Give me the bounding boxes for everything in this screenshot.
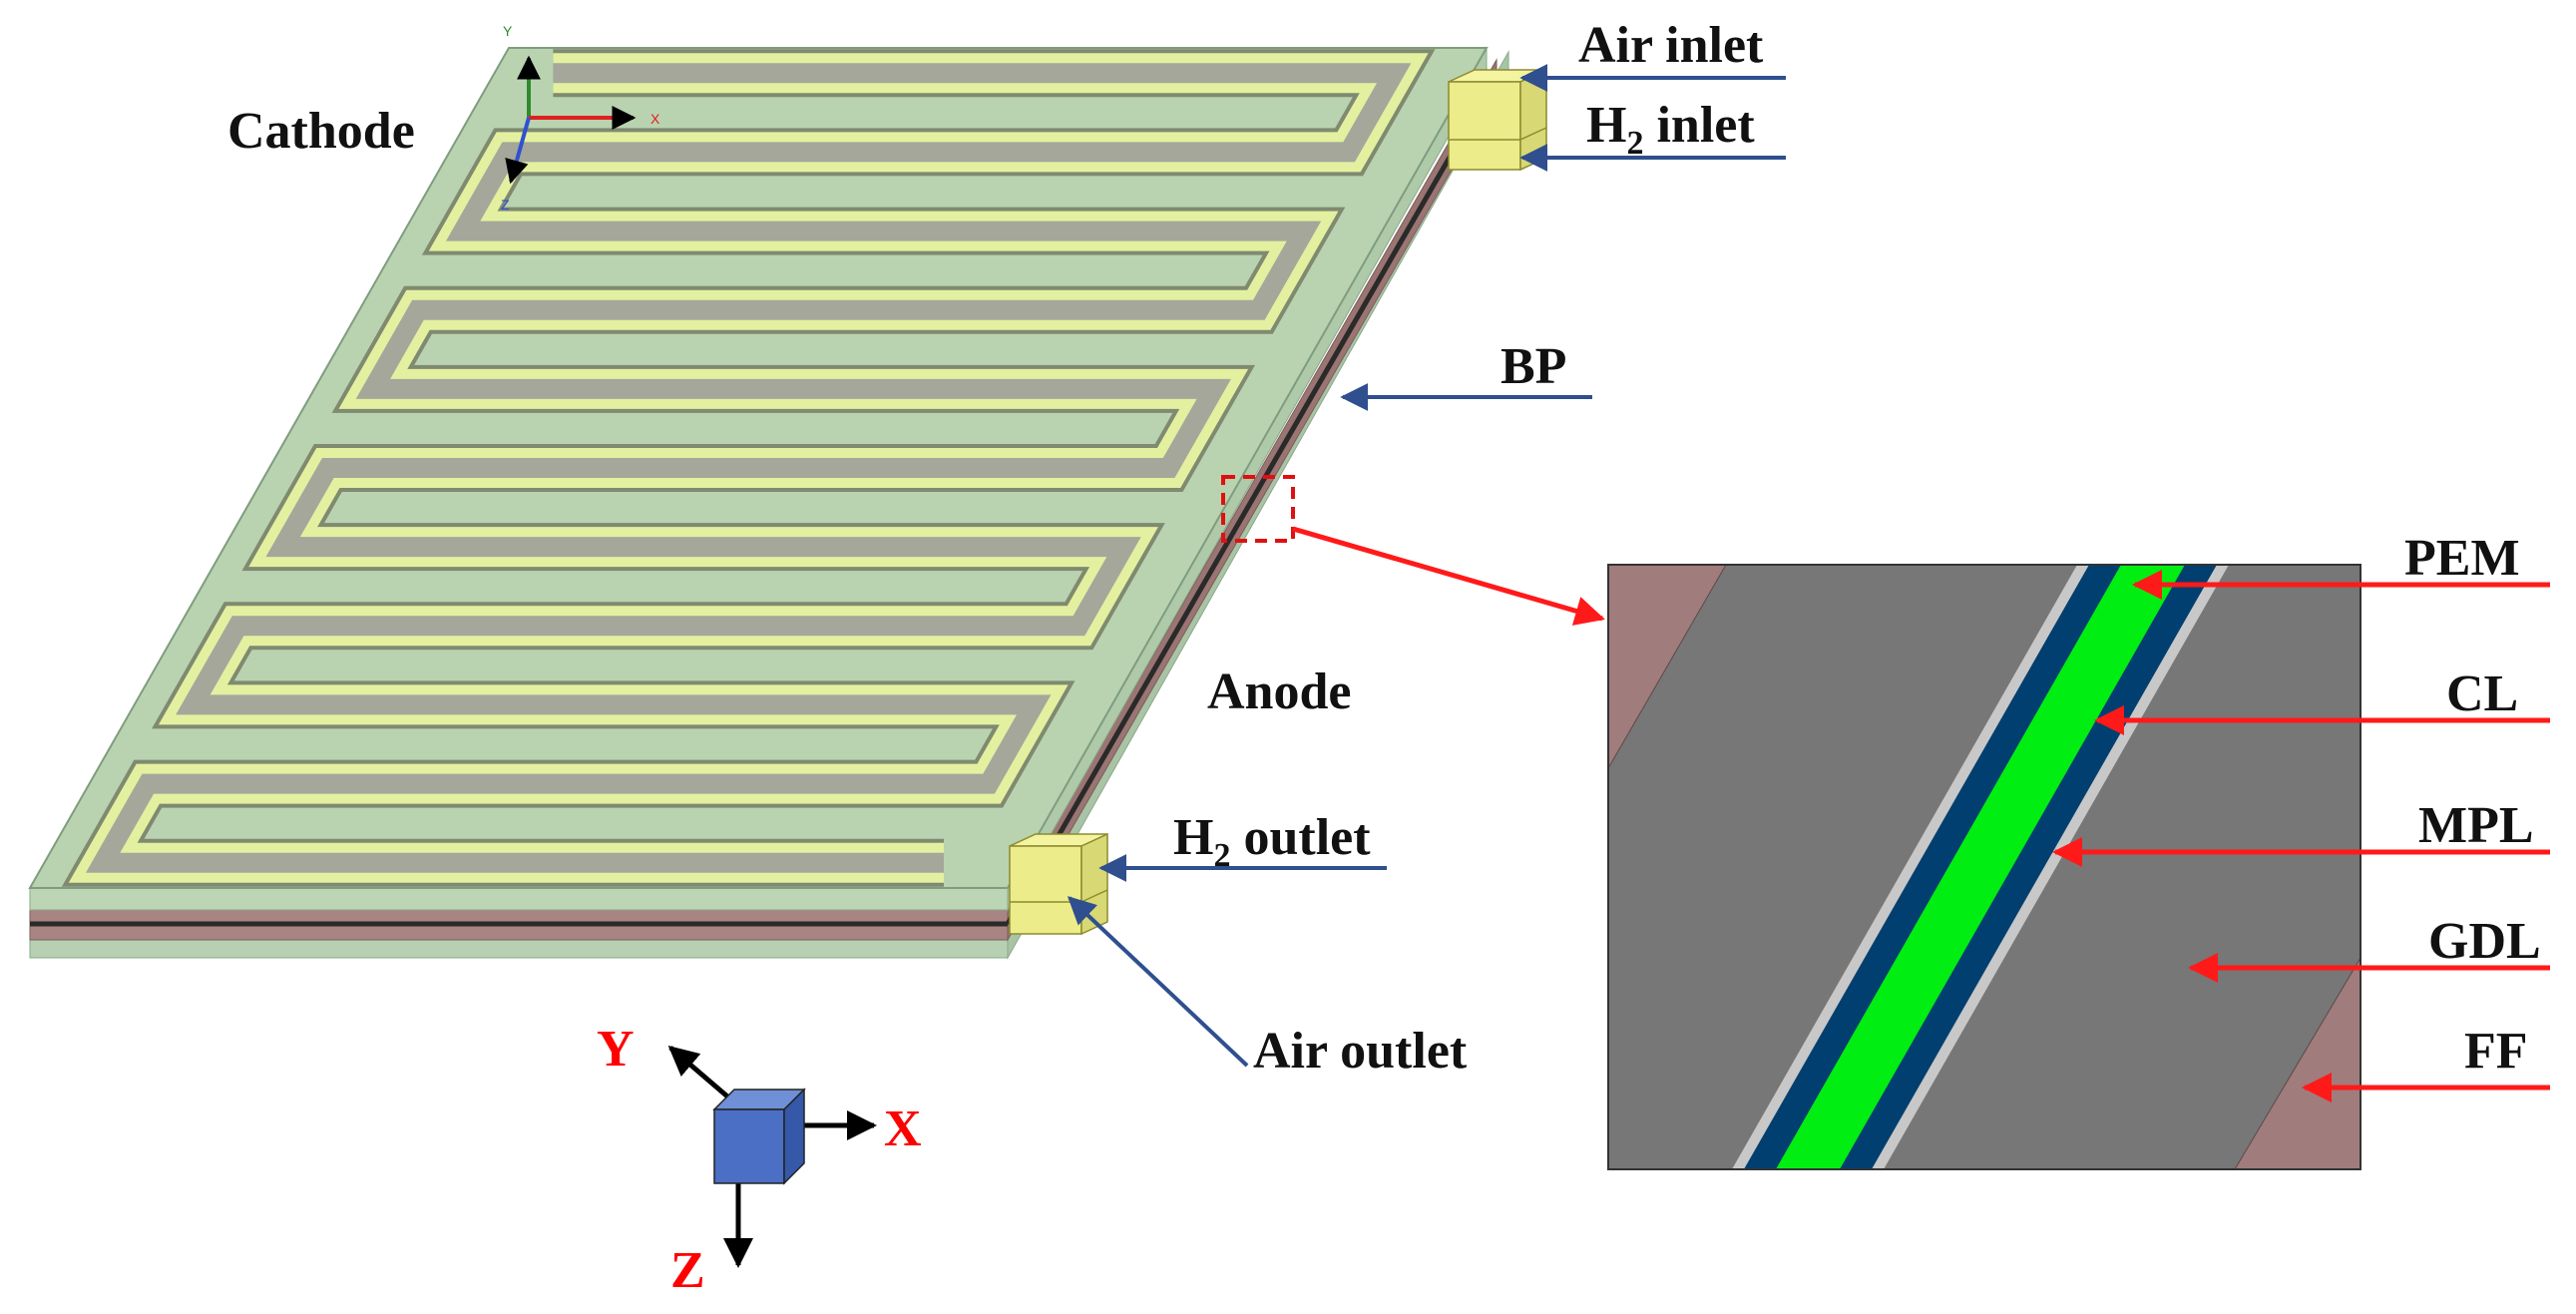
- small-axis-triad: Y X Z: [501, 23, 660, 213]
- cathode-label: Cathode: [227, 103, 415, 160]
- small-axis-x-label: X: [650, 111, 660, 127]
- bottom-bipolar-plate: [29, 937, 1009, 959]
- small-axis-z-label: Z: [501, 197, 510, 213]
- layer-callouts: PEM CL MPL GDL FF: [2052, 530, 2550, 1102]
- small-axis-y-label: Y: [503, 23, 513, 39]
- axis-y-label: Y: [597, 1021, 635, 1078]
- air-outlet-label: Air outlet: [1253, 1023, 1468, 1080]
- bp-label: BP: [1501, 338, 1566, 395]
- mpl-right: [1872, 565, 2229, 1169]
- callouts: Air inlet H2 inlet BP Cathode Anode H2 o…: [227, 17, 1786, 1080]
- h2-inlet-label: H2 inlet: [1586, 97, 1755, 162]
- cl-label: CL: [2446, 665, 2518, 722]
- zoom-inset: [1607, 564, 2361, 1170]
- axis-z-label: Z: [670, 1242, 705, 1299]
- mpl-label: MPL: [2418, 797, 2534, 854]
- zoom-arrow: [1292, 526, 1605, 626]
- cl-left: [1744, 565, 2121, 1169]
- inlet-manifold: [1448, 68, 1547, 172]
- zoom-selection-box: [1221, 475, 1295, 543]
- axis-cube: Y X Z: [597, 1021, 922, 1299]
- mpl-left: [1732, 565, 2089, 1169]
- h2-outlet-label: H2 outlet: [1173, 809, 1371, 874]
- cube-side: [783, 1088, 805, 1185]
- serpentine-channel: [61, 49, 1436, 887]
- cube-front: [713, 1108, 785, 1184]
- channel-rib: [85, 63, 1412, 873]
- pem-label: PEM: [2404, 530, 2520, 587]
- gdl-label: GDL: [2428, 913, 2541, 970]
- pem-band: [1776, 565, 2185, 1169]
- ff-label: FF: [2464, 1023, 2528, 1080]
- membrane-line-side: [1005, 74, 1500, 926]
- top-plate-front: [29, 887, 1009, 911]
- air-inlet-label: Air inlet: [1578, 17, 1764, 74]
- air-outlet-arrow: [1067, 896, 1249, 1068]
- anode-label: Anode: [1207, 663, 1351, 720]
- axis-x-label: X: [884, 1100, 922, 1157]
- fuel-cell-plate: [28, 46, 1509, 960]
